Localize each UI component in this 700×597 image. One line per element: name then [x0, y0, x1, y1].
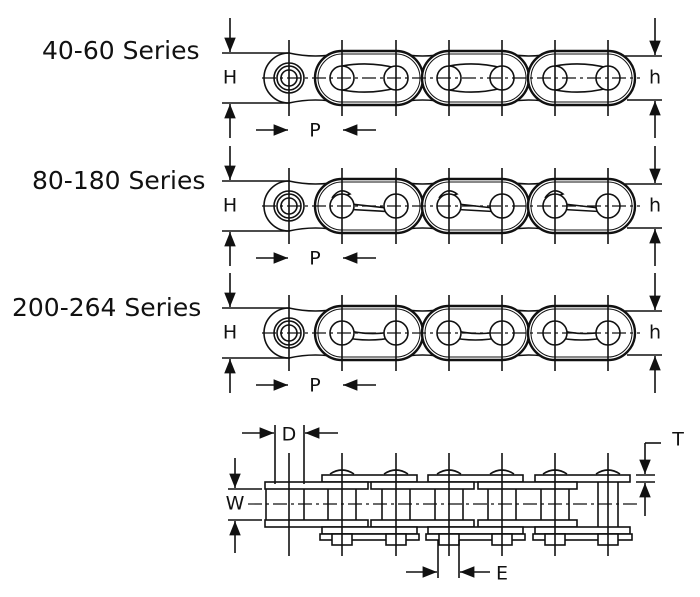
outer-plate-bottom — [534, 526, 631, 535]
outer-plate-top — [321, 474, 418, 483]
dimension-label-h: h — [649, 322, 661, 344]
outer-plate-bottom — [321, 526, 418, 535]
dimension-label-T: T — [671, 429, 684, 451]
inner-plate-bottom — [264, 519, 369, 528]
series-label-40-60: 40-60 Series — [42, 36, 200, 65]
inner-plate-bottom — [370, 519, 475, 528]
inner-plate-bottom — [477, 519, 578, 528]
inner-plate-top — [370, 481, 475, 490]
outer-plate-top — [427, 474, 524, 483]
outer-plate-bottom-edge — [319, 533, 420, 541]
dimension-label-D: D — [282, 424, 297, 446]
dimension-label-W: W — [226, 493, 245, 515]
dimension-label-H: H — [223, 322, 237, 344]
outer-plate-top — [534, 474, 631, 483]
dimension-label-H: H — [223, 195, 237, 217]
outer-plate-bottom-edge — [425, 533, 526, 541]
series-label-80-180: 80-180 Series — [32, 166, 206, 195]
dimension-label-h: h — [649, 195, 661, 217]
dimension-label-h: h — [649, 67, 661, 89]
dimension-label-H: H — [223, 67, 237, 89]
dimension-label-P: P — [309, 120, 320, 142]
inner-plate-top — [264, 481, 369, 490]
dimension-label-P: P — [309, 248, 320, 270]
series-label-200-264: 200-264 Series — [12, 293, 202, 322]
inner-plate-top — [477, 481, 578, 490]
dimension-label-E: E — [496, 563, 508, 585]
outer-plate-bottom-edge — [532, 533, 633, 541]
outer-plate-bottom — [427, 526, 524, 535]
dimension-label-P: P — [309, 375, 320, 397]
